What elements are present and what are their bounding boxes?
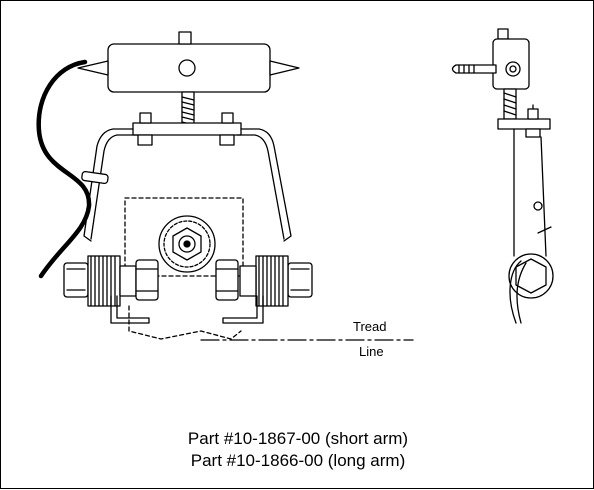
right-foot: [222, 295, 264, 324]
cable-clip: [81, 170, 109, 185]
cable: [36, 59, 92, 279]
top-clamp-bar: [77, 31, 300, 93]
line-label: Line: [359, 344, 384, 359]
arm-bracket: [83, 128, 292, 242]
dashed-housing: [124, 197, 244, 340]
side-view: [451, 28, 554, 324]
right-spring: [215, 255, 313, 307]
left-foot: [110, 295, 150, 324]
threaded-rod: [181, 91, 195, 128]
front-view: [36, 31, 414, 341]
tread-label: Tread: [353, 319, 387, 334]
part-number-long-arm: Part #10-1866-00 (long arm): [190, 451, 406, 470]
center-hub: [158, 215, 216, 273]
left-spring: [63, 255, 159, 307]
part-number-short-arm: Part #10-1867-00 (short arm): [187, 429, 409, 448]
